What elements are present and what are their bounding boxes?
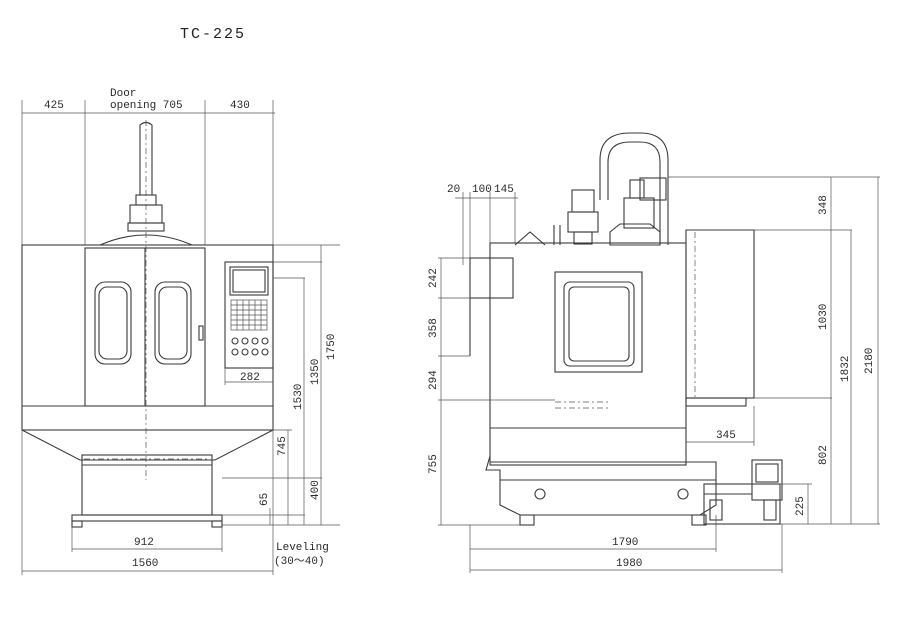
dim-145: 145 [494, 184, 514, 196]
dim-294: 294 [428, 370, 440, 390]
dim-430: 430 [230, 100, 250, 112]
dim-400: 400 [310, 480, 322, 500]
dim-65: 65 [259, 493, 271, 506]
front-view: 425 Door opening 705 430 [21, 88, 340, 575]
door-label-line2: opening 705 [110, 100, 183, 112]
dim-225: 225 [795, 496, 807, 516]
dim-1560: 1560 [132, 558, 158, 570]
leveling-label: Leveling [276, 542, 329, 554]
dim-1750: 1750 [326, 334, 338, 360]
dim-358: 358 [428, 318, 440, 338]
dim-1980: 1980 [616, 558, 642, 570]
dim-425: 425 [44, 100, 64, 112]
dim-20: 20 [447, 184, 460, 196]
dim-755: 755 [428, 454, 440, 474]
dim-1350: 1350 [310, 359, 322, 385]
dim-345: 345 [716, 430, 736, 442]
dim-100: 100 [472, 184, 492, 196]
dim-348: 348 [818, 195, 830, 215]
dim-1790: 1790 [612, 537, 638, 549]
dim-802: 802 [818, 445, 830, 465]
dim-745: 745 [277, 436, 289, 456]
dim-1832: 1832 [840, 356, 852, 382]
dim-242: 242 [428, 268, 440, 288]
dim-2180: 2180 [864, 348, 876, 374]
dim-1030: 1030 [818, 304, 830, 330]
leveling-range: (30～40) [274, 556, 325, 568]
door-label-line1: Door [110, 88, 136, 100]
model-title: TC-225 [180, 26, 246, 43]
dim-912: 912 [134, 537, 154, 549]
dim-282: 282 [240, 372, 260, 384]
dim-1530: 1530 [293, 384, 305, 410]
side-view: 20 100 145 [428, 132, 880, 573]
